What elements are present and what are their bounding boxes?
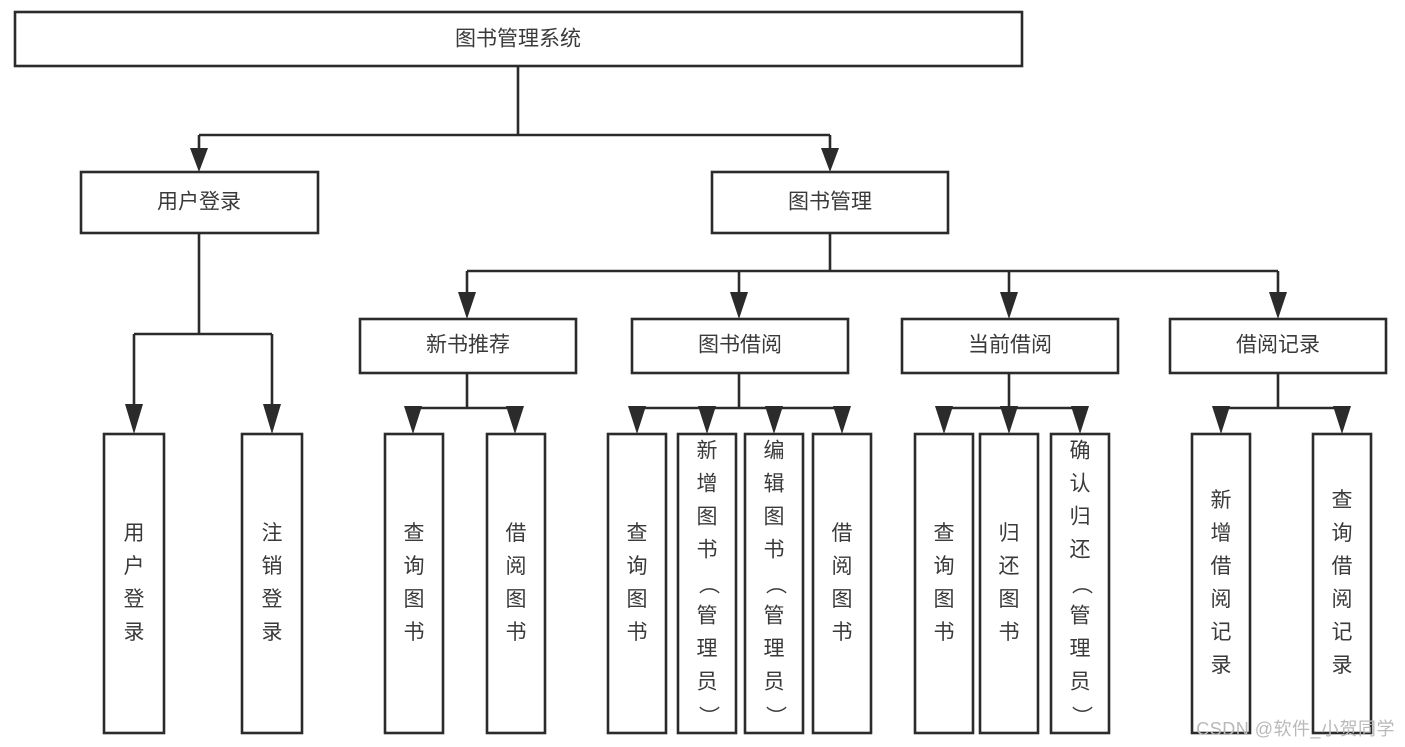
arrow-to-leaf-query-book-3 <box>935 406 953 434</box>
node-leaf-user-login-box[interactable] <box>102 432 166 735</box>
node-root-label: 图书管理系统 <box>455 28 581 51</box>
node-book-management-label: 图书管理 <box>788 191 872 214</box>
arrow-to-leaf-borrow-book-1 <box>506 406 524 434</box>
node-leaf-add-record[interactable]: 新增借阅记录 <box>1190 432 1252 735</box>
arrow-to-user-login <box>190 148 208 172</box>
node-leaf-user-login[interactable]: 用户登录 <box>102 432 166 735</box>
svg-text:）: ） <box>763 706 786 727</box>
svg-text:（: （ <box>1069 574 1092 595</box>
node-leaf-logout-login[interactable]: 注销登录 <box>240 432 304 735</box>
node-leaf-logout-login-box[interactable] <box>240 432 304 735</box>
node-leaf-query-book-3-box[interactable] <box>913 432 975 735</box>
node-book-borrow-label: 图书借阅 <box>698 334 782 357</box>
arrow-to-leaf-user-login <box>125 404 143 434</box>
node-leaf-logout-login-label: 注销登录 <box>262 522 283 644</box>
node-leaf-return-book-label: 归还图书 <box>999 522 1020 644</box>
arrow-to-new-book-recommend <box>458 292 476 319</box>
node-leaf-confirm-return-box[interactable] <box>1049 432 1111 735</box>
node-leaf-borrow-book-1-box[interactable] <box>485 432 547 735</box>
node-leaf-return-book-box[interactable] <box>978 432 1040 735</box>
node-leaf-borrow-book-1-label: 借阅图书 <box>506 522 527 644</box>
arrow-to-leaf-edit-book <box>765 406 783 434</box>
node-user-login-label: 用户登录 <box>157 191 241 214</box>
node-leaf-query-record[interactable]: 查询借阅记录 <box>1311 432 1373 735</box>
node-leaf-confirm-return[interactable]: 确认归还管理员 （ ） <box>1049 432 1111 735</box>
node-current-borrow-label: 当前借阅 <box>968 334 1052 357</box>
node-leaf-add-record-label: 新增借阅记录 <box>1211 489 1232 677</box>
node-leaf-add-book-box[interactable] <box>676 432 738 735</box>
svg-text:）: ） <box>1069 706 1092 727</box>
node-leaf-query-record-box[interactable] <box>1311 432 1373 735</box>
node-leaf-confirm-return-label: 确认归还管理员 <box>1070 440 1091 694</box>
arrow-to-current-borrow <box>1000 292 1018 319</box>
arrow-to-leaf-query-book-1 <box>404 406 422 434</box>
node-book-borrow-box[interactable] <box>630 317 850 375</box>
node-borrow-record-label: 借阅记录 <box>1236 334 1320 357</box>
node-leaf-query-book-1-label: 查询图书 <box>404 522 425 644</box>
node-leaf-query-book-3-label: 查询图书 <box>934 522 955 644</box>
node-leaf-query-book-1[interactable]: 查询图书 <box>383 432 445 735</box>
node-leaf-query-book-2-box[interactable] <box>606 432 668 735</box>
node-leaf-add-book-label: 新增图书管理员 <box>697 440 718 694</box>
node-leaf-add-record-box[interactable] <box>1190 432 1252 735</box>
node-leaf-add-book[interactable]: 新增图书管理员 （ ） <box>676 432 738 735</box>
arrow-to-leaf-query-book-2 <box>628 406 646 434</box>
node-new-book-recommend[interactable]: 新书推荐 <box>358 317 578 375</box>
node-user-login[interactable]: 用户登录 <box>79 170 320 235</box>
node-leaf-query-book-3[interactable]: 查询图书 <box>913 432 975 735</box>
arrow-to-leaf-logout-login <box>263 404 281 434</box>
node-current-borrow-box[interactable] <box>900 317 1120 375</box>
arrow-to-book-management <box>821 148 839 172</box>
arrow-to-leaf-add-book <box>698 406 716 434</box>
arrow-to-leaf-query-record <box>1333 406 1351 434</box>
node-leaf-borrow-book-2[interactable]: 借阅图书 <box>811 432 873 735</box>
node-user-login-box[interactable] <box>79 170 320 235</box>
node-leaf-query-book-1-box[interactable] <box>383 432 445 735</box>
arrow-to-leaf-return-book <box>1000 406 1018 434</box>
node-borrow-record-box[interactable] <box>1168 317 1388 375</box>
svg-text:（: （ <box>763 574 786 595</box>
arrow-to-leaf-confirm-return <box>1071 406 1089 434</box>
node-leaf-borrow-book-1[interactable]: 借阅图书 <box>485 432 547 735</box>
connector-layer <box>125 66 1351 434</box>
node-book-management[interactable]: 图书管理 <box>710 170 950 235</box>
arrow-to-book-borrow <box>730 292 748 319</box>
node-root-box[interactable] <box>13 10 1024 68</box>
arrow-to-borrow-record <box>1269 292 1287 319</box>
node-borrow-record[interactable]: 借阅记录 <box>1168 317 1388 375</box>
node-book-borrow[interactable]: 图书借阅 <box>630 317 850 375</box>
svg-text:）: ） <box>696 706 719 727</box>
node-leaf-query-book-2[interactable]: 查询图书 <box>606 432 668 735</box>
arrow-to-leaf-borrow-book-2 <box>833 406 851 434</box>
node-leaf-return-book[interactable]: 归还图书 <box>978 432 1040 735</box>
node-new-book-recommend-box[interactable] <box>358 317 578 375</box>
arrow-to-leaf-add-record <box>1212 406 1230 434</box>
node-leaf-user-login-label: 用户登录 <box>124 522 145 644</box>
node-leaf-borrow-book-2-box[interactable] <box>811 432 873 735</box>
node-new-book-recommend-label: 新书推荐 <box>426 334 510 357</box>
node-leaf-query-book-2-label: 查询图书 <box>627 522 648 644</box>
node-root[interactable]: 图书管理系统 <box>13 10 1024 68</box>
svg-text:（: （ <box>696 574 719 595</box>
node-leaf-edit-book[interactable]: 编辑图书管理员 （ ） <box>743 432 805 735</box>
node-leaf-query-record-label: 查询借阅记录 <box>1332 489 1353 677</box>
node-leaf-edit-book-label: 编辑图书管理员 <box>764 440 785 694</box>
node-leaf-edit-book-box[interactable] <box>743 432 805 735</box>
node-leaf-borrow-book-2-label: 借阅图书 <box>832 522 853 644</box>
node-current-borrow[interactable]: 当前借阅 <box>900 317 1120 375</box>
node-book-management-box[interactable] <box>710 170 950 235</box>
